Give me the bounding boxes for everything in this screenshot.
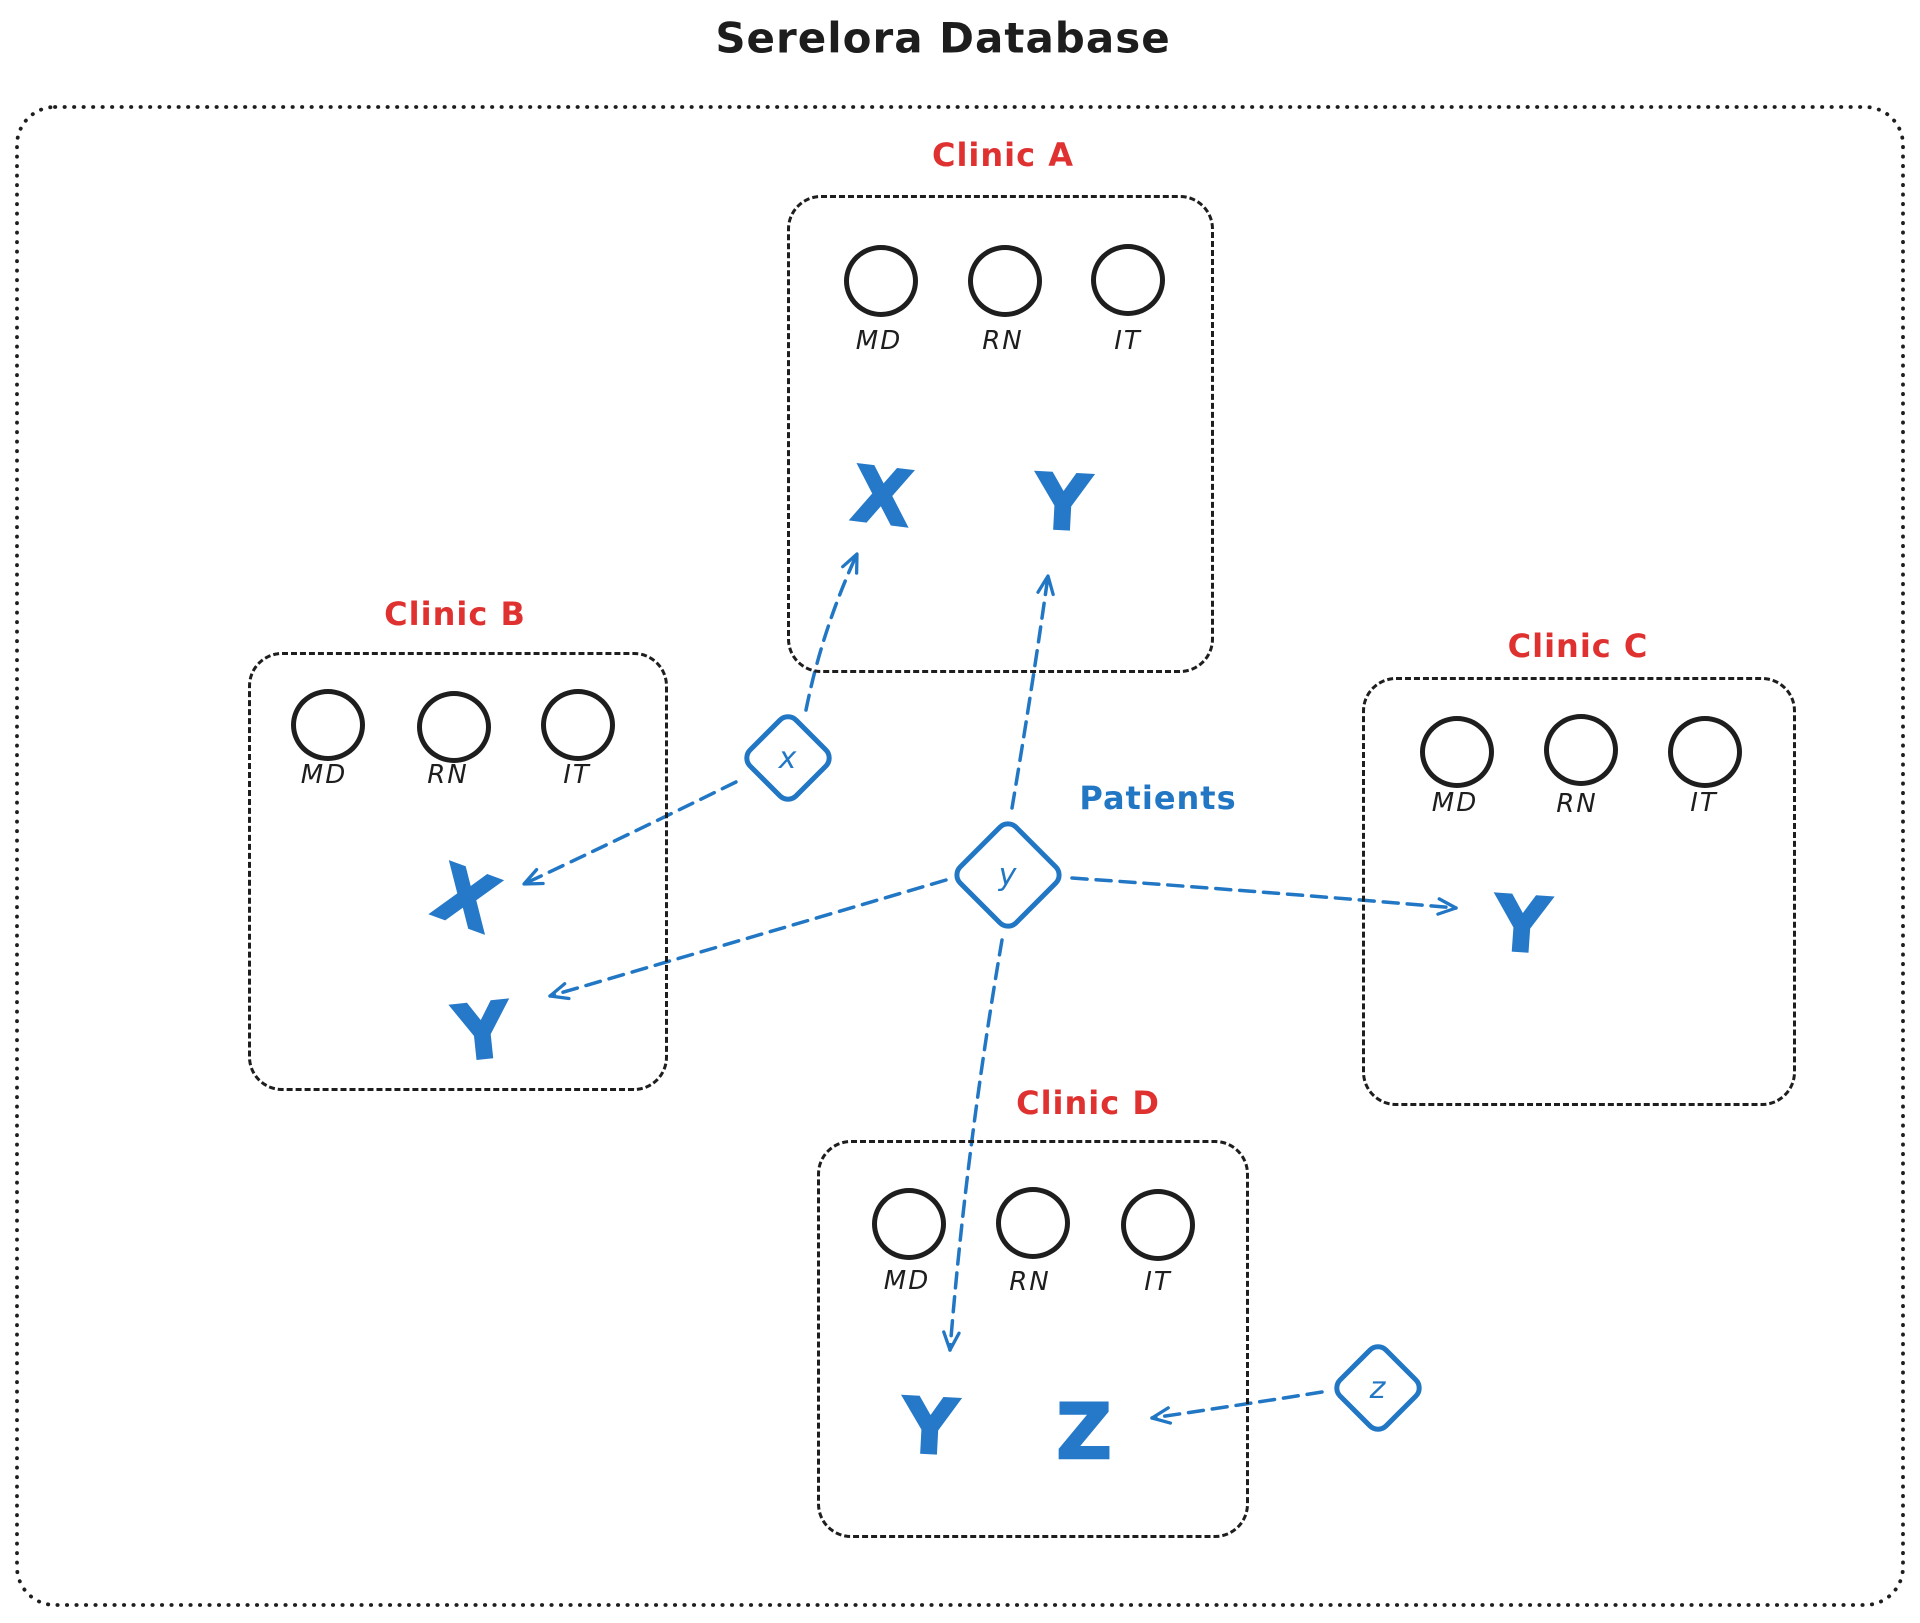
clinic-d-md-label: MD [883,1266,931,1296]
clinic-a-record-x: X [846,448,918,546]
clinic-d-record-y: Y [899,1379,961,1473]
clinic-a-rn-circle [968,245,1042,317]
clinic-a-rn-label: RN [982,326,1024,356]
clinic-d-md-circle [872,1188,946,1260]
clinic-a-md-circle [844,245,918,317]
clinic-c-md-label: MD [1431,788,1479,818]
clinic-a-md-label: MD [855,326,903,356]
shard-x-diamond: x [738,708,838,808]
clinic-d-label: Clinic D [1016,1084,1160,1122]
clinic-b-label: Clinic B [384,595,526,633]
clinic-b-rn-label: RN [427,760,469,790]
clinic-d-box [817,1140,1249,1538]
clinic-c-it-label: IT [1690,788,1718,818]
clinic-d-it-circle [1121,1189,1195,1261]
clinic-d-record-z: Z [1055,1387,1113,1476]
clinic-c-rn-label: RN [1556,789,1598,819]
clinic-c-it-circle [1668,716,1742,788]
clinic-b-record-y: Y [449,983,516,1080]
clinic-c-rn-circle [1544,714,1618,786]
clinic-a-box [787,195,1214,673]
clinic-b-md-label: MD [300,760,348,790]
diagram-title: Serelora Database [715,13,1171,63]
clinic-b-md-circle [291,689,365,761]
shard-x-key: x [779,740,797,776]
clinic-d-it-label: IT [1144,1267,1172,1297]
clinic-a-it-label: IT [1114,326,1142,356]
clinic-c-record-y: Y [1490,877,1554,972]
clinic-c-label: Clinic C [1507,627,1649,665]
shard-z-key: z [1370,1370,1386,1406]
clinic-a-it-circle [1091,244,1165,316]
clinic-c-md-circle [1420,716,1494,788]
clinic-d-rn-circle [996,1187,1070,1259]
clinic-b-box [248,652,668,1091]
shard-y-key: y [999,857,1017,893]
clinic-b-rn-circle [417,691,491,763]
clinic-b-it-circle [541,689,615,761]
clinic-d-rn-label: RN [1009,1267,1051,1297]
clinic-b-it-label: IT [563,760,591,790]
patients-label: Patients [1079,779,1237,817]
shard-z-diamond: z [1328,1338,1428,1438]
shard-y-diamond: y [948,815,1068,935]
clinic-a-record-y: Y [1032,455,1094,549]
clinic-c-box [1362,677,1796,1106]
clinic-a-label: Clinic A [931,136,1075,174]
